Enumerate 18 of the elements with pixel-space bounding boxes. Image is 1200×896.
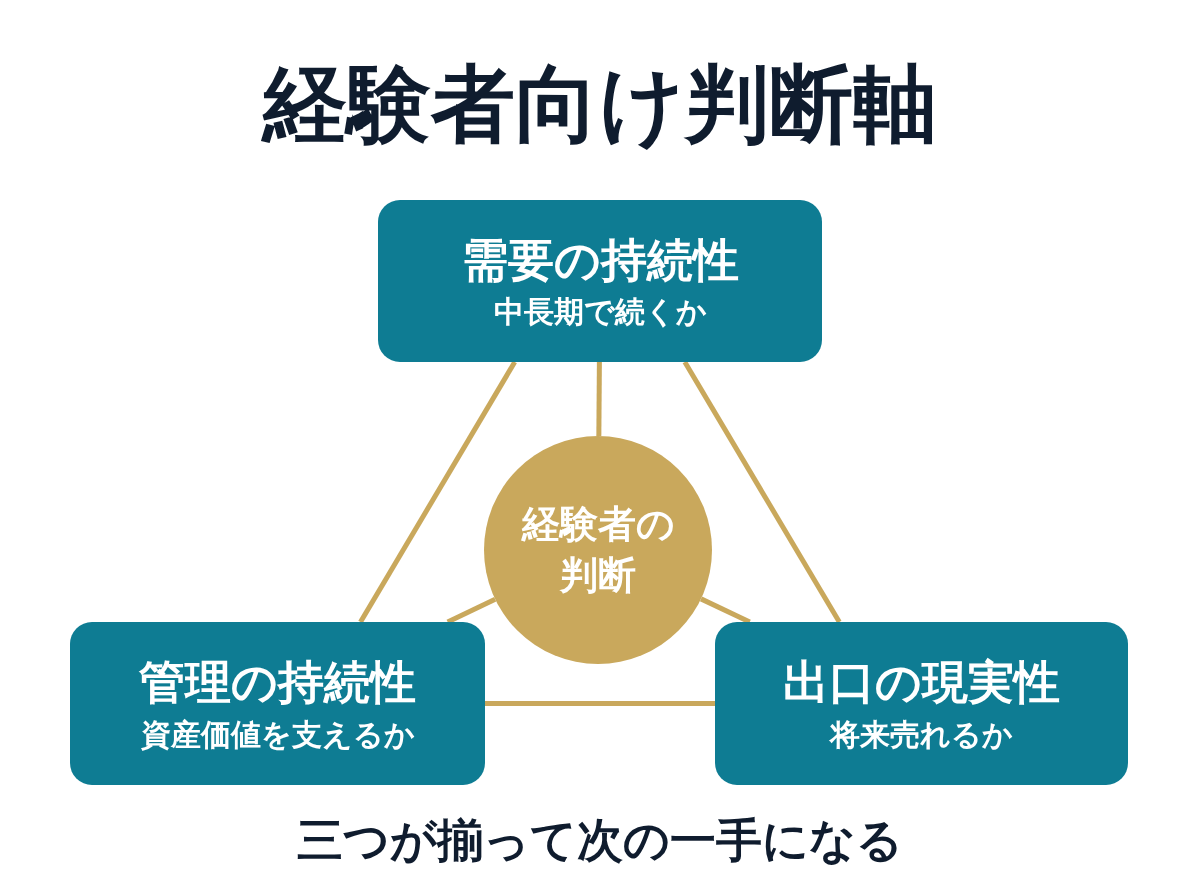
connector-line <box>699 596 751 625</box>
criterion-box <box>715 622 1128 785</box>
connector-line <box>446 597 497 625</box>
box-subtext: 中長期で続くか <box>493 293 707 331</box>
title: 経験者向け判断軸 <box>263 54 937 155</box>
criterion-box <box>70 622 485 785</box>
connector-line <box>485 701 715 706</box>
connector-line <box>358 360 517 624</box>
box-subtext: 将来売れるか <box>830 715 1013 753</box>
box-heading: 出口の現実性 <box>783 654 1060 711</box>
circle-label: 経験者の判断 <box>520 500 676 599</box>
connector-line <box>596 362 602 436</box>
caption: 三つが揃って次の一手になる <box>297 812 903 869</box>
criterion-box <box>378 200 822 362</box>
box-subtext: 資産価値を支えるか <box>140 715 415 753</box>
box-heading: 管理の持続性 <box>139 654 416 711</box>
connector-line <box>682 360 842 624</box>
box-heading: 需要の持続性 <box>461 231 739 289</box>
